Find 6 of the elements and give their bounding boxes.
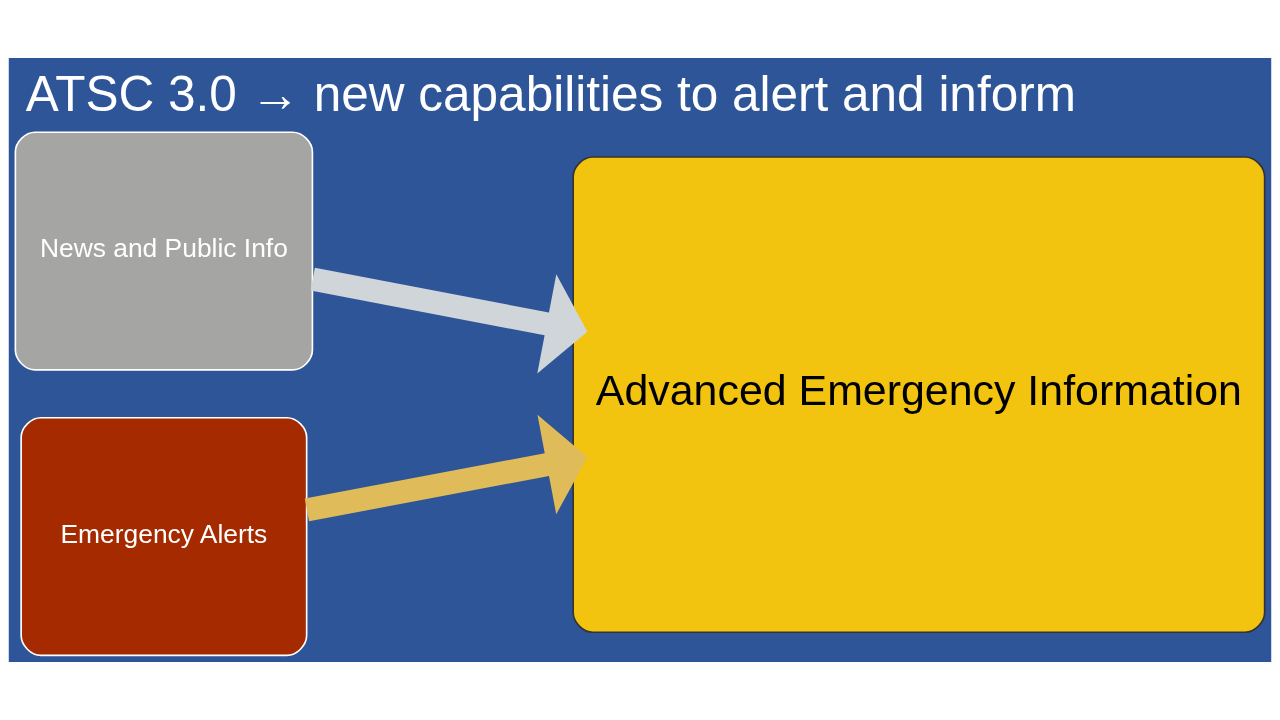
- node-box: Advanced Emergency Information: [572, 156, 1266, 634]
- arrow: [310, 267, 588, 374]
- diagram-title: ATSC 3.0 → new capabilities to alert and inform: [25, 65, 1076, 121]
- node-box: News and Public Info: [14, 131, 314, 371]
- arrow: [304, 414, 588, 522]
- node-box: Emergency Alerts: [20, 416, 308, 657]
